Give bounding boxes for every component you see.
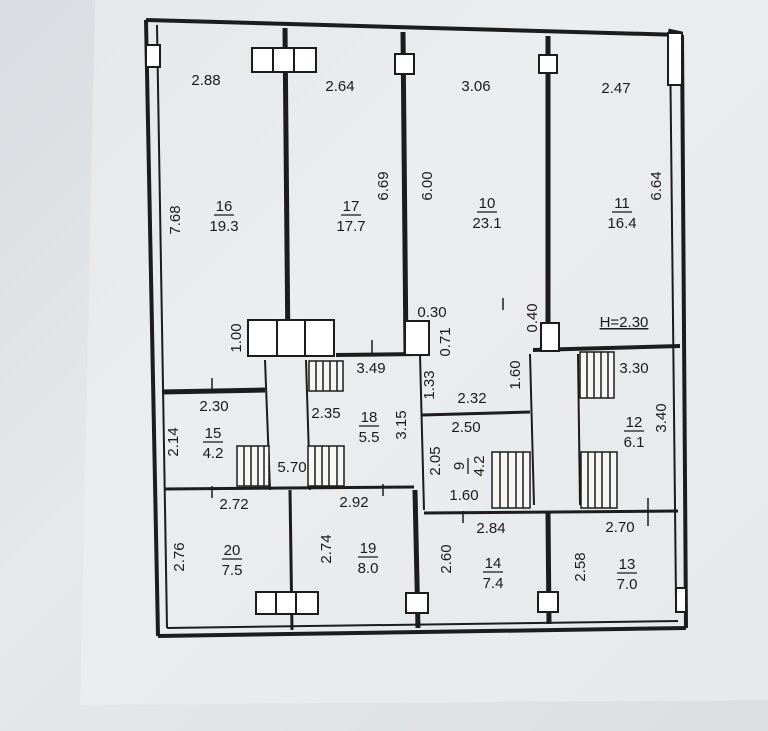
room-10: 10 23.1: [472, 195, 501, 232]
stair-18-lower: [307, 445, 345, 487]
stairs: [236, 351, 618, 509]
dim-5-70: 5.70: [277, 459, 306, 476]
dim-3-40: 3.40: [653, 403, 670, 432]
room-16: 16 19.3: [209, 198, 238, 235]
dim-top-10: 3.06: [461, 78, 490, 95]
dim-0-30: 0.30: [417, 304, 446, 321]
dim-2-76: 2.76: [171, 542, 188, 571]
room-area: 17.7: [336, 218, 365, 235]
room-number: 10: [479, 195, 496, 212]
room-area: 7.5: [222, 562, 243, 579]
dim-side-17: 6.69: [375, 171, 392, 200]
room-labels: 16 19.3 17 17.7 10 23.1 11 16.4 15 4.2 1…: [203, 195, 645, 593]
columns: [145, 32, 687, 615]
window-bottom-19: [255, 591, 319, 615]
room-number: 14: [485, 555, 502, 572]
room-area: 8.0: [358, 560, 379, 577]
room-area: 19.3: [209, 218, 238, 235]
dim-2-30: 2.30: [199, 398, 228, 415]
dim-top-17: 2.64: [325, 78, 354, 95]
column-top-11: [538, 54, 558, 74]
room-number: 9: [451, 462, 468, 470]
dim-2-58: 2.58: [572, 552, 589, 581]
room-number: 11: [614, 195, 630, 212]
dim-2-84: 2.84: [476, 520, 505, 537]
column-bottom-13: [537, 591, 559, 613]
dim-2-35: 2.35: [311, 405, 340, 422]
column-center-11: [540, 322, 560, 352]
dim-2-50: 2.50: [451, 419, 480, 436]
dim-side-11: 6.64: [648, 171, 665, 200]
stair-15: [236, 445, 270, 487]
column-right-bottom: [675, 587, 687, 613]
room-9: 9 4.2: [451, 456, 488, 477]
room-number: 12: [626, 414, 643, 431]
room-area: 5.5: [359, 429, 380, 446]
column-center-block: [247, 319, 335, 357]
room-15: 15 4.2: [203, 425, 224, 462]
dim-0-40: 0.40: [524, 303, 541, 332]
room-area: 7.0: [617, 576, 638, 593]
dim-2-70: 2.70: [605, 519, 634, 536]
room-area: 16.4: [607, 215, 636, 232]
stair-18-upper: [308, 360, 344, 392]
room-14: 14 7.4: [483, 555, 504, 592]
dim-1-60a: 1.60: [507, 360, 524, 389]
dim-2-32: 2.32: [457, 390, 486, 407]
room-number: 17: [343, 198, 360, 215]
room-20: 20 7.5: [222, 542, 243, 579]
dim-2-72: 2.72: [219, 496, 248, 513]
room-18: 18 5.5: [359, 409, 380, 446]
column-center-10: [404, 320, 430, 356]
dim-2-60: 2.60: [438, 544, 455, 573]
room-area: 23.1: [472, 215, 501, 232]
dim-side-10: 6.00: [419, 171, 436, 200]
dimension-ticks: [211, 298, 649, 526]
room-number: 18: [361, 409, 378, 426]
room-number: 16: [216, 198, 233, 215]
room-area: 4.2: [203, 445, 224, 462]
column-right-top: [667, 32, 683, 86]
dim-3-15: 3.15: [393, 410, 410, 439]
room-12: 12 6.1: [624, 414, 645, 451]
dimension-labels: 2.88 2.64 3.06 2.47 0.30 H=2.30 3.49 3.3…: [165, 72, 670, 582]
dim-2-14: 2.14: [165, 427, 182, 456]
dim-top-16: 2.88: [191, 72, 220, 89]
room-number: 19: [360, 540, 377, 557]
room-11: 11 16.4: [607, 195, 636, 232]
window-top-17: [251, 47, 317, 73]
room-number: 15: [205, 425, 222, 442]
room-area: 4.2: [471, 456, 488, 477]
dim-2-92: 2.92: [339, 494, 368, 511]
dim-1-00: 1.00: [228, 323, 245, 352]
column-left-top: [145, 44, 161, 68]
room-19: 19 8.0: [358, 540, 379, 577]
dim-2-05: 2.05: [427, 446, 444, 475]
dim-height: H=2.30: [600, 314, 649, 331]
column-top-10: [394, 53, 415, 75]
room-number: 13: [619, 556, 636, 573]
room-number: 20: [224, 542, 241, 559]
stair-9: [491, 451, 531, 509]
column-bottom-14: [405, 592, 429, 614]
stair-12-lower: [580, 451, 618, 509]
dim-3-30: 3.30: [619, 360, 648, 377]
room-17: 17 17.7: [336, 198, 365, 235]
dim-1-60b: 1.60: [449, 487, 478, 504]
dim-1-33: 1.33: [421, 370, 438, 399]
room-area: 7.4: [483, 575, 504, 592]
room-13: 13 7.0: [617, 556, 638, 593]
dim-top-11: 2.47: [601, 80, 630, 97]
room-area: 6.1: [624, 434, 645, 451]
dim-side-16: 7.68: [167, 205, 184, 234]
stair-12-upper: [579, 351, 615, 399]
dim-2-74: 2.74: [318, 534, 335, 563]
outer-walls: [144, 18, 688, 638]
dim-3-49: 3.49: [356, 360, 385, 377]
dim-0-71: 0.71: [437, 327, 454, 356]
